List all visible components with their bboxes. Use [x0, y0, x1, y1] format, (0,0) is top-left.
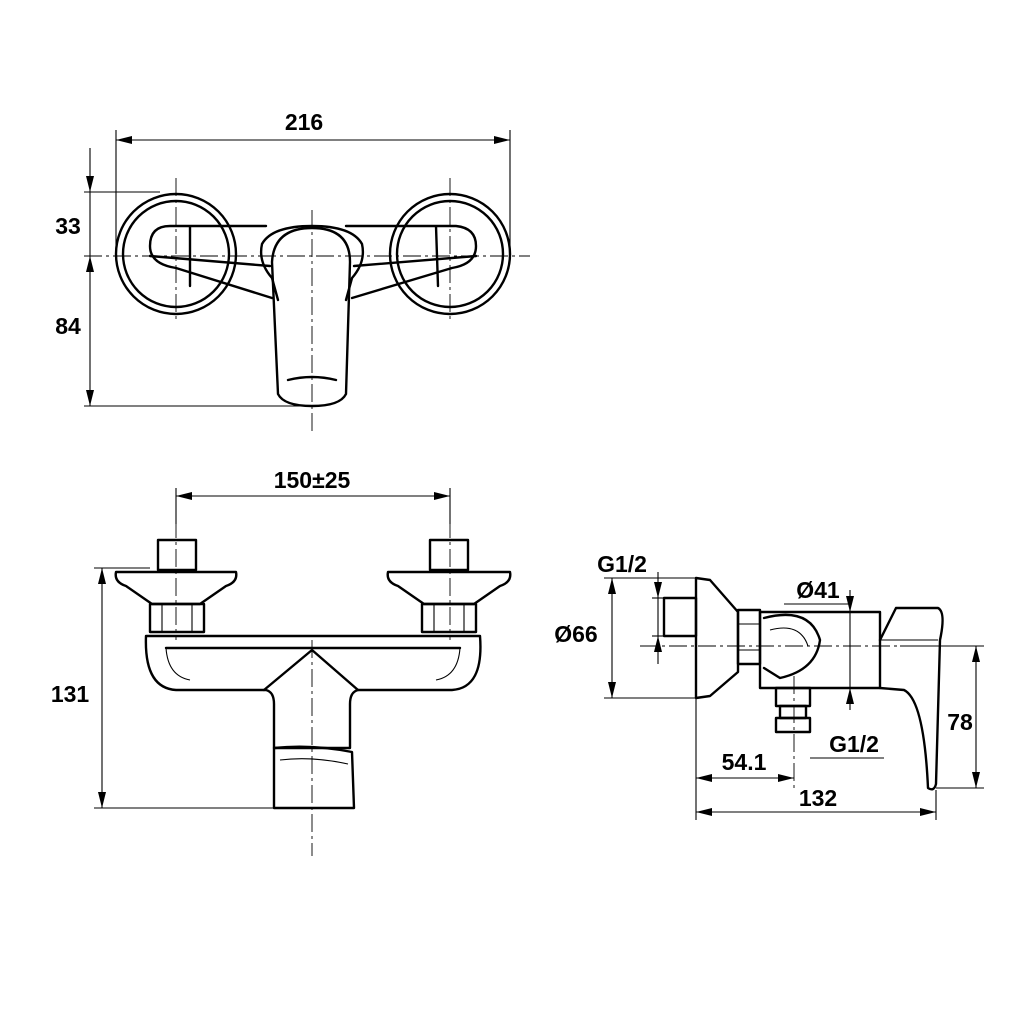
mixer-body	[144, 634, 482, 750]
connection-nut	[736, 608, 762, 666]
dimension-height: 131	[51, 567, 280, 809]
lower-depth-label: 84	[55, 313, 81, 339]
right-connector	[386, 538, 512, 634]
outlet-offset-label: 54.1	[722, 749, 767, 775]
dimension-outlet-thread: G1/2	[810, 731, 884, 759]
inlet-thread-label: G1/2	[597, 551, 647, 577]
spout-edge	[279, 758, 349, 765]
dimension-inlet-thread: G1/2	[597, 551, 666, 664]
right-arm-edge	[352, 254, 478, 268]
lever-height-label: 78	[947, 709, 973, 735]
inlet-stub	[662, 596, 698, 638]
dimension-spacing: 150±25	[175, 467, 451, 524]
front-view: 150±25 131	[51, 467, 512, 856]
outlet-connector	[774, 686, 812, 734]
dimension-side-depth: 132	[696, 785, 937, 820]
dimension-depth: 33 84	[55, 148, 312, 407]
spout	[272, 745, 356, 810]
dimension-outlet-offset: 54.1	[695, 698, 794, 820]
dimension-lever-height: 78	[900, 645, 984, 789]
flange-diameter-label: Ø66	[554, 621, 597, 647]
left-connector	[114, 538, 238, 634]
spacing-label: 150±25	[274, 467, 351, 493]
body-inner-curve	[769, 627, 809, 647]
width-label: 216	[285, 109, 323, 135]
outlet-thread-label: G1/2	[829, 731, 879, 757]
top-view: 216 33 84	[55, 109, 530, 432]
dimension-flange-diameter: Ø66	[554, 577, 698, 699]
side-view: G1/2 Ø66 Ø41 G1/2 54.1	[554, 551, 984, 820]
body-curve	[762, 613, 822, 680]
height-label: 131	[51, 681, 90, 707]
side-lever	[878, 606, 944, 791]
dimension-width: 216	[115, 109, 511, 260]
wall-flange	[694, 576, 740, 700]
left-arm	[148, 224, 274, 300]
side-depth-label: 132	[799, 785, 837, 811]
left-arm-edge	[148, 254, 272, 268]
dimension-body-diameter: Ø41	[784, 577, 854, 710]
lever-top	[270, 226, 352, 408]
upper-depth-label: 33	[55, 213, 81, 239]
body-diameter-label: Ø41	[796, 577, 840, 603]
body-end-curves	[165, 647, 461, 681]
body-center-ridge	[262, 648, 360, 692]
